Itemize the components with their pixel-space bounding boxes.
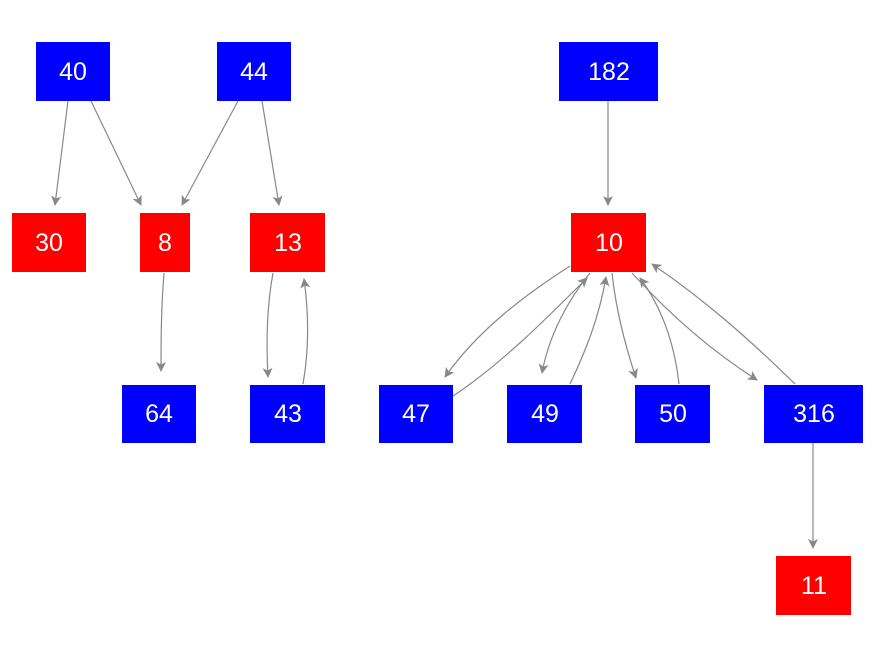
node-316: 316 xyxy=(764,385,863,443)
edge-10-50 xyxy=(611,272,638,379)
node-label: 47 xyxy=(402,400,430,428)
edge-44-8 xyxy=(181,100,239,206)
node-label: 13 xyxy=(274,229,302,257)
node-8: 8 xyxy=(140,213,190,272)
edge-49-10 xyxy=(569,276,610,385)
edge-10-316 xyxy=(631,272,758,381)
edge-40-8 xyxy=(90,100,142,206)
node-10: 10 xyxy=(571,213,646,272)
node-label: 40 xyxy=(59,58,87,86)
edge-13-43 xyxy=(262,272,274,378)
node-label: 30 xyxy=(35,229,63,257)
edge-43-13 xyxy=(300,278,311,385)
node-11: 11 xyxy=(776,556,851,615)
node-label: 44 xyxy=(240,58,268,86)
node-label: 50 xyxy=(659,400,687,428)
edge-50-10 xyxy=(639,277,680,385)
edge-10-47 xyxy=(444,265,571,378)
node-label: 49 xyxy=(531,400,559,428)
node-40: 40 xyxy=(36,42,110,101)
edges xyxy=(51,100,818,549)
node-43: 43 xyxy=(250,385,325,443)
edge-44-13 xyxy=(261,100,283,206)
node-182: 182 xyxy=(559,42,658,101)
node-label: 10 xyxy=(595,229,623,257)
node-label: 43 xyxy=(274,400,302,428)
edge-47-10 xyxy=(452,277,588,397)
node-label: 64 xyxy=(145,400,173,428)
node-47: 47 xyxy=(379,385,453,443)
nodes: 40 44 30 8 13 64 43 182 xyxy=(12,42,863,615)
node-label: 316 xyxy=(793,400,835,428)
node-label: 8 xyxy=(158,229,172,257)
node-30: 30 xyxy=(12,213,86,272)
node-44: 44 xyxy=(217,42,291,101)
edge-40-30 xyxy=(51,100,69,206)
node-49: 49 xyxy=(507,385,582,443)
node-64: 64 xyxy=(122,385,196,443)
node-50: 50 xyxy=(635,385,710,443)
edge-10-49 xyxy=(538,272,591,374)
node-label: 182 xyxy=(588,58,630,86)
edge-8-64 xyxy=(156,272,167,372)
edge-316-10 xyxy=(651,263,796,385)
node-label: 11 xyxy=(801,572,827,600)
node-13: 13 xyxy=(250,213,325,272)
